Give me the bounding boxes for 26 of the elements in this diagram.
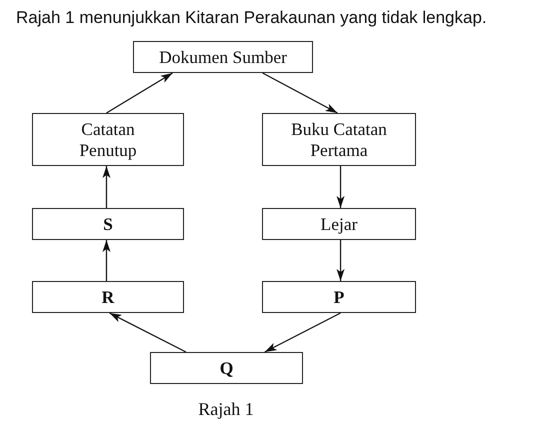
box-label: Lejar [320, 214, 358, 234]
box-label: Buku Catatan Pertama [290, 118, 388, 160]
process-box [32, 113, 184, 166]
figure-caption: Rajah 1 [198, 399, 254, 420]
box-label: S [103, 214, 113, 234]
process-box [262, 281, 416, 313]
box-label: P [334, 286, 344, 308]
process-box [32, 281, 184, 313]
arrow [262, 72, 338, 114]
box-label: Catatan Penutup [78, 118, 138, 160]
arrow [336, 240, 345, 281]
arrow [264, 312, 341, 353]
arrow [109, 312, 186, 353]
arrow [336, 166, 345, 208]
process-box [150, 352, 303, 384]
process-box [133, 41, 313, 73]
arrow [106, 72, 173, 114]
process-box [32, 208, 184, 240]
arrow [102, 166, 110, 208]
box-label: R [102, 286, 114, 308]
box-label: Dokumen Sumber [159, 46, 287, 68]
arrow [102, 240, 110, 281]
box-label: Q [220, 358, 234, 378]
title: Rajah 1 menunjukkan Kitaran Perakaunan yang tidak lengkap. [16, 8, 487, 28]
process-box [262, 208, 416, 240]
process-box [262, 113, 416, 166]
